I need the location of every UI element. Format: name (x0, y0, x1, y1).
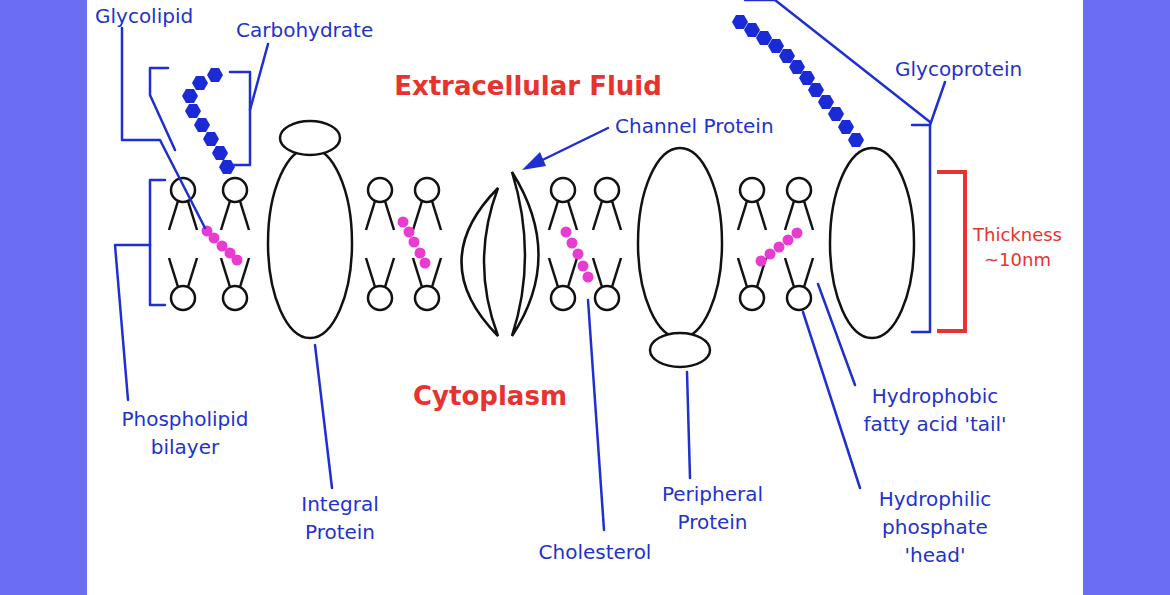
phospholipid (366, 178, 394, 230)
integral-protein (268, 148, 352, 338)
phospholipid (413, 178, 441, 230)
part-label: Hydrophobic fatty acid 'tail' (855, 382, 1015, 438)
part-label: Thickness ~10nm (960, 222, 1075, 272)
bracket (230, 72, 250, 165)
part-label: Hydrophilic phosphate 'head' (855, 485, 1015, 569)
peripheral-protein-body (638, 148, 722, 338)
cholesterol (561, 227, 594, 283)
phospholipid (221, 258, 249, 310)
phospholipid (366, 258, 394, 310)
part-label: Peripheral Protein (640, 480, 785, 536)
leader-line (250, 44, 268, 110)
phospholipid (169, 258, 197, 310)
part-label: Carbohydrate (236, 16, 416, 44)
part-label: Integral Protein (280, 490, 400, 546)
glycoprotein-body (830, 148, 914, 338)
part-label: Cholesterol (515, 538, 675, 566)
phospholipid (785, 258, 813, 310)
part-label: Glycolipid (95, 2, 225, 30)
bracket (150, 180, 165, 305)
channel-protein-half (462, 188, 499, 336)
part-label: Glycoprotein (895, 55, 1065, 83)
leader-line (150, 68, 175, 150)
channel-protein-half (512, 172, 539, 336)
phospholipid (549, 258, 577, 310)
arrow-head (522, 152, 546, 170)
cholesterol (756, 228, 803, 267)
phospholipid (413, 258, 441, 310)
part-label: Phospholipid bilayer (95, 405, 275, 461)
peripheral-protein (650, 333, 710, 367)
leader-line (122, 28, 205, 228)
leader-line (115, 245, 150, 400)
leader-line (803, 312, 860, 488)
leader-line (930, 82, 945, 125)
leader-line (315, 345, 332, 488)
phospholipid (593, 178, 621, 230)
phospholipid (738, 178, 766, 230)
bracket (912, 125, 930, 332)
cholesterol (202, 226, 243, 266)
phospholipid (785, 178, 813, 230)
phospholipid (549, 178, 577, 230)
leader-line (818, 284, 855, 385)
part-label: Channel Protein (615, 112, 825, 140)
thickness-bracket (937, 172, 965, 331)
carbohydrate-chain (182, 68, 235, 174)
leader-line (687, 372, 690, 478)
cholesterol (398, 217, 431, 269)
phospholipid (221, 178, 249, 230)
leader-line (588, 300, 604, 530)
part-label: Cytoplasm (405, 378, 575, 414)
part-label: Extracellular Fluid (368, 68, 688, 104)
protein-cap (280, 121, 340, 155)
phospholipid (593, 258, 621, 310)
